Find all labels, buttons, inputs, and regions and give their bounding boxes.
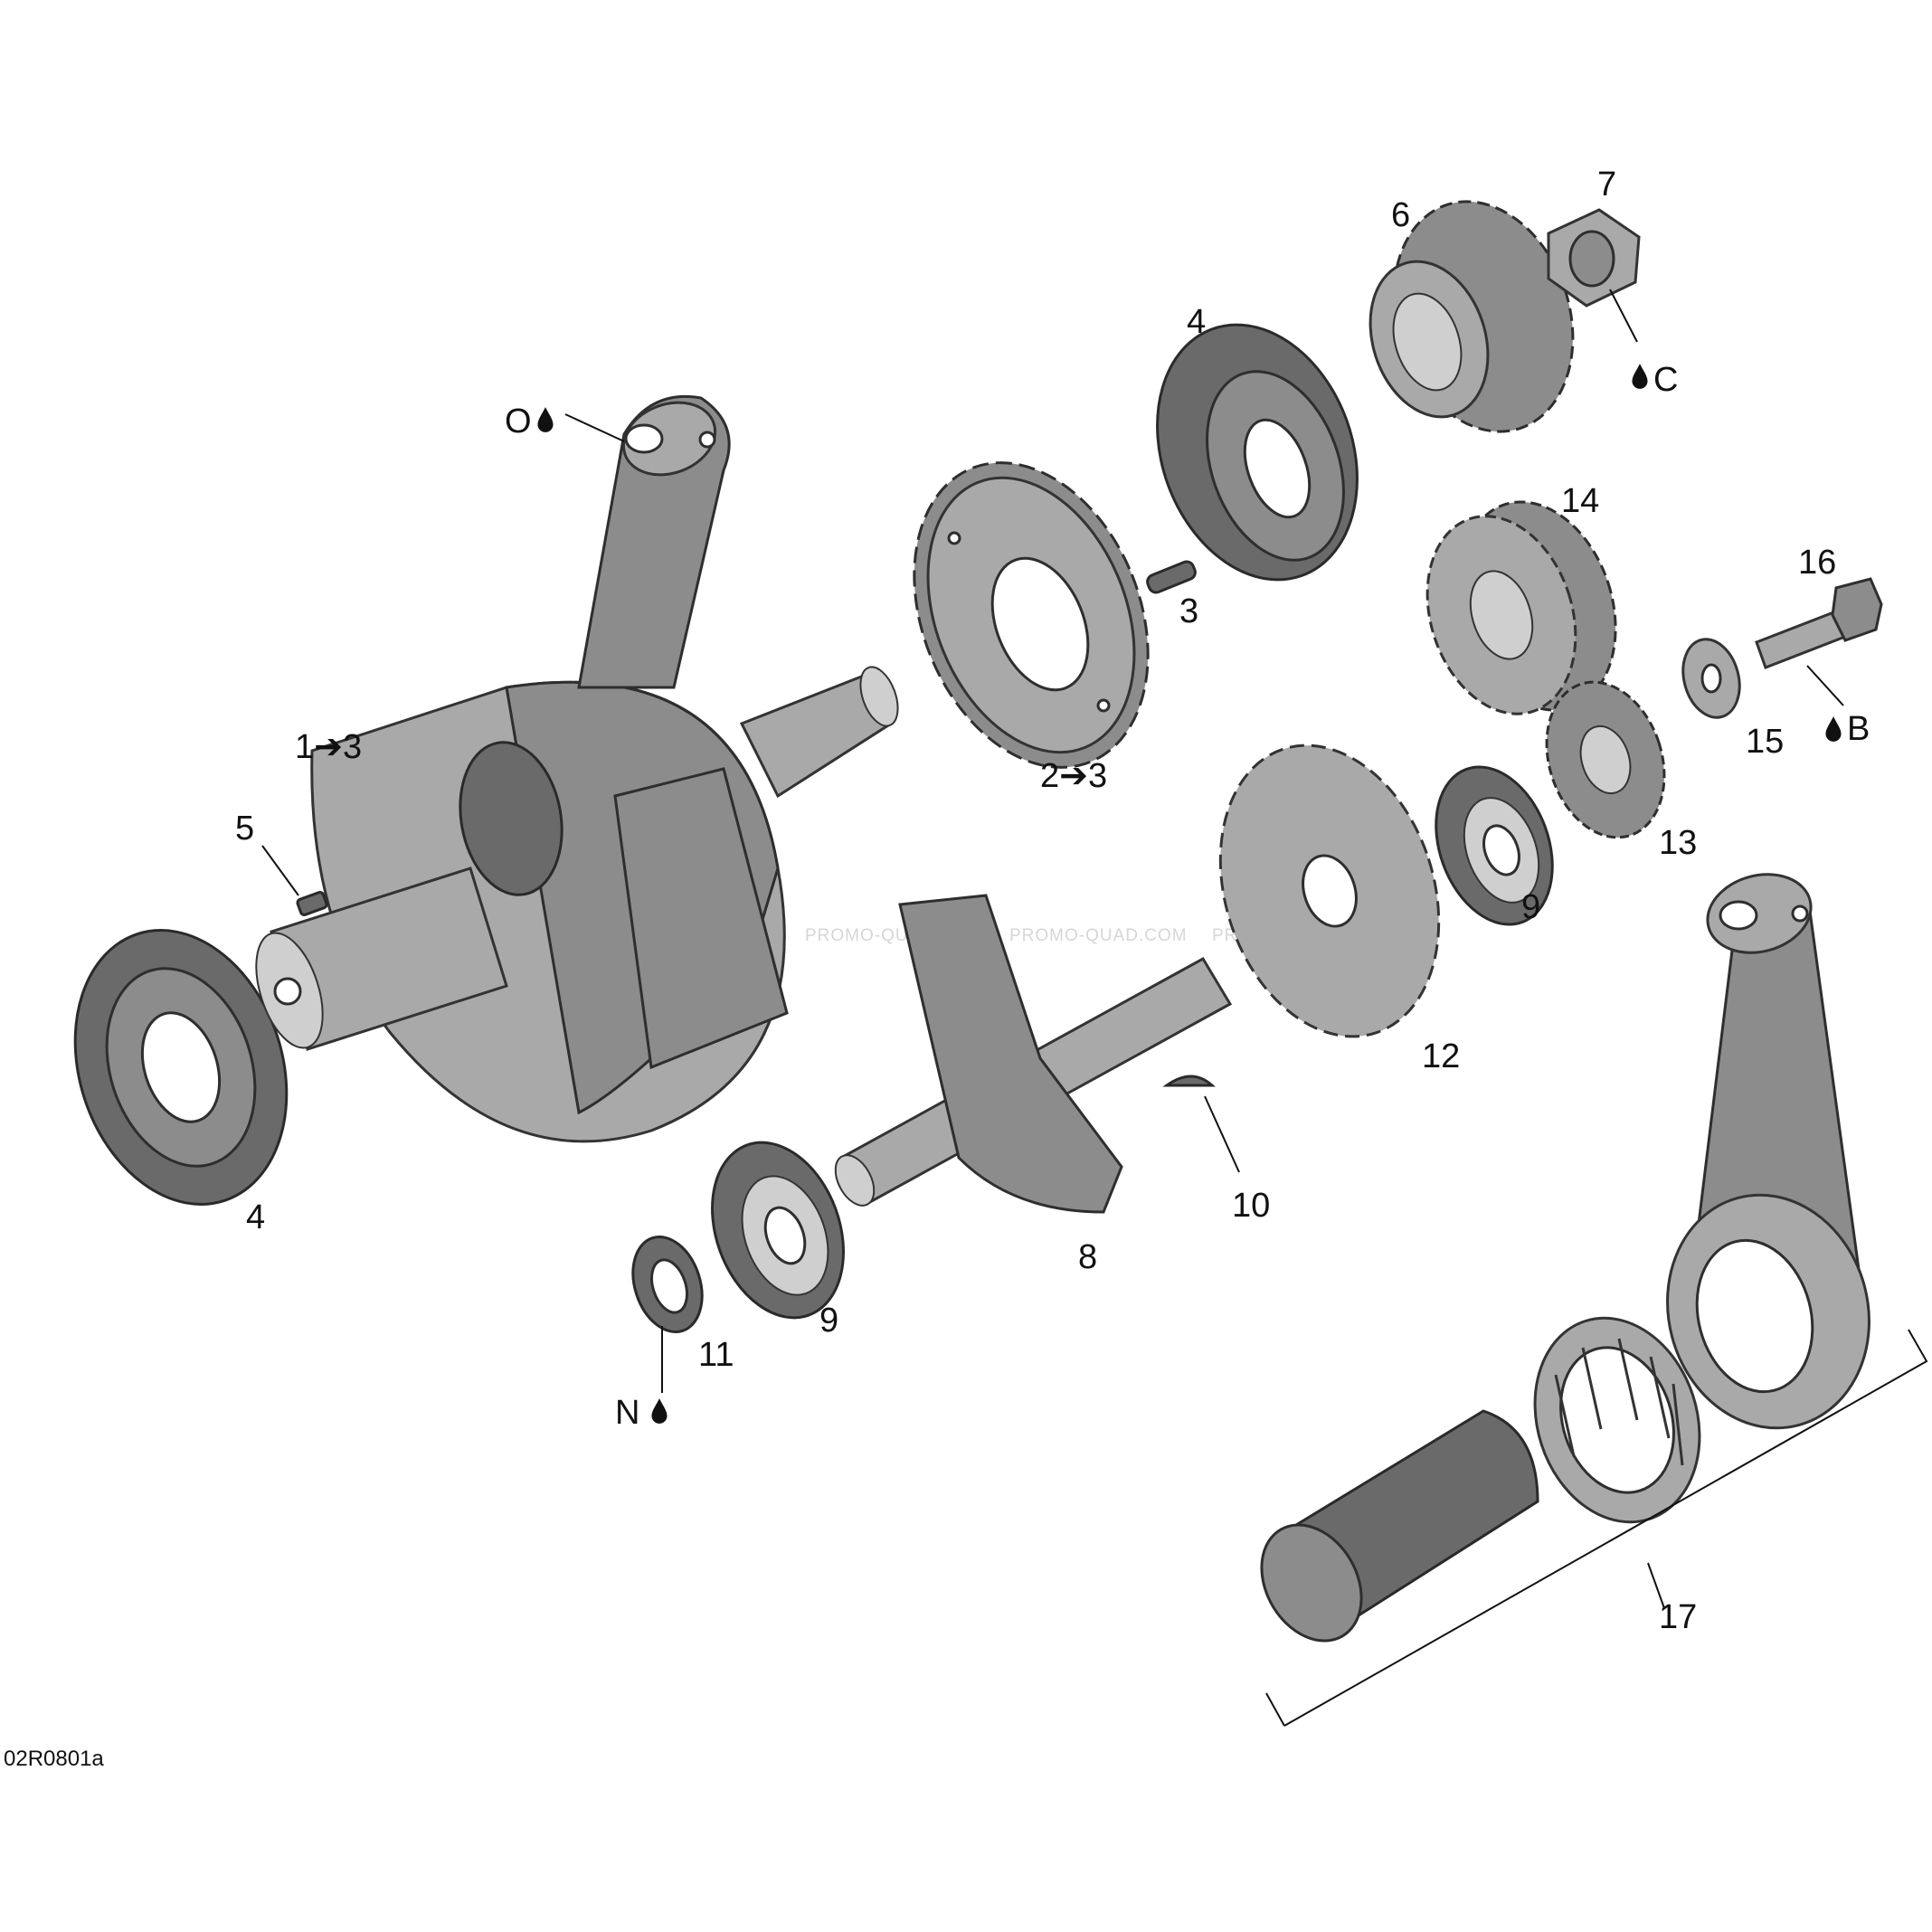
lube-o-letter: O <box>505 402 532 440</box>
part-7-nut <box>1547 208 1641 308</box>
lube-o-marker: O <box>505 402 554 440</box>
callout-16: 16 <box>1798 544 1836 582</box>
part-8-balancer-shaft <box>834 894 1233 1214</box>
callout-6: 6 <box>1391 196 1410 234</box>
part-4-left-seal <box>73 929 289 1206</box>
watermark-3: PROMO-QUAD.COM <box>1009 926 1188 945</box>
part-3-key <box>1146 560 1197 594</box>
callout-3: 3 <box>1179 592 1198 630</box>
part-12-balancer-gear <box>1218 743 1441 1038</box>
callout-13: 13 <box>1659 824 1697 862</box>
part-17-connecting-rod-kit <box>1260 873 1928 1727</box>
callout-2: 2➔3 <box>1040 757 1107 795</box>
callout-10: 10 <box>1232 1187 1270 1225</box>
callout-9-upper: 9 <box>1521 888 1540 926</box>
leader-lines <box>261 289 1844 1609</box>
part-16-bolt <box>1755 577 1883 669</box>
lubricant-markers: O C B N <box>505 361 1870 1432</box>
callout-17: 17 <box>1659 1598 1697 1636</box>
callout-5: 5 <box>235 810 254 848</box>
part-15-washer <box>1681 638 1741 719</box>
part-10-woodruff-key <box>1162 1075 1216 1087</box>
part-9-lower-bearing <box>711 1141 845 1320</box>
oil-drop-icon <box>1632 364 1648 389</box>
callout-7: 7 <box>1597 166 1616 204</box>
callout-12: 12 <box>1422 1037 1460 1075</box>
callout-15: 15 <box>1746 723 1784 761</box>
lube-n-letter: N <box>615 1394 639 1432</box>
callout-9-lower: 9 <box>819 1302 838 1340</box>
lube-c-letter: C <box>1653 361 1678 399</box>
part-5-pin <box>296 891 328 916</box>
part-1-crankshaft <box>255 394 899 1143</box>
callout-11: 11 <box>698 1336 734 1374</box>
figure-code: 02R0801a <box>4 1747 104 1771</box>
callout-4-lower: 4 <box>246 1198 265 1236</box>
part-6-drive-gear <box>1368 200 1575 433</box>
oil-drop-icon <box>537 407 554 432</box>
lube-n-marker: N <box>615 1394 668 1432</box>
lube-b-marker: B <box>1825 710 1870 748</box>
part-2-crank-gear <box>913 461 1150 769</box>
part-11-washer <box>631 1235 704 1334</box>
lube-c-marker: C <box>1632 361 1678 399</box>
part-14-idler-gear <box>1425 500 1617 715</box>
oil-drop-icon <box>1825 716 1842 742</box>
callout-8: 8 <box>1078 1238 1097 1276</box>
callout-1: 1➔3 <box>295 728 362 766</box>
lube-b-letter: B <box>1847 710 1870 748</box>
part-13-small-gear <box>1545 680 1666 839</box>
callout-labels: 1➔3 2➔3 3 4 4 5 6 7 8 9 9 10 11 12 13 14… <box>235 166 1836 1636</box>
part-9-upper-bearing <box>1435 765 1554 926</box>
part-4-right-seal <box>1156 323 1359 582</box>
callout-4-upper: 4 <box>1187 303 1206 341</box>
oil-drop-icon <box>651 1398 668 1424</box>
callout-14: 14 <box>1561 482 1599 520</box>
